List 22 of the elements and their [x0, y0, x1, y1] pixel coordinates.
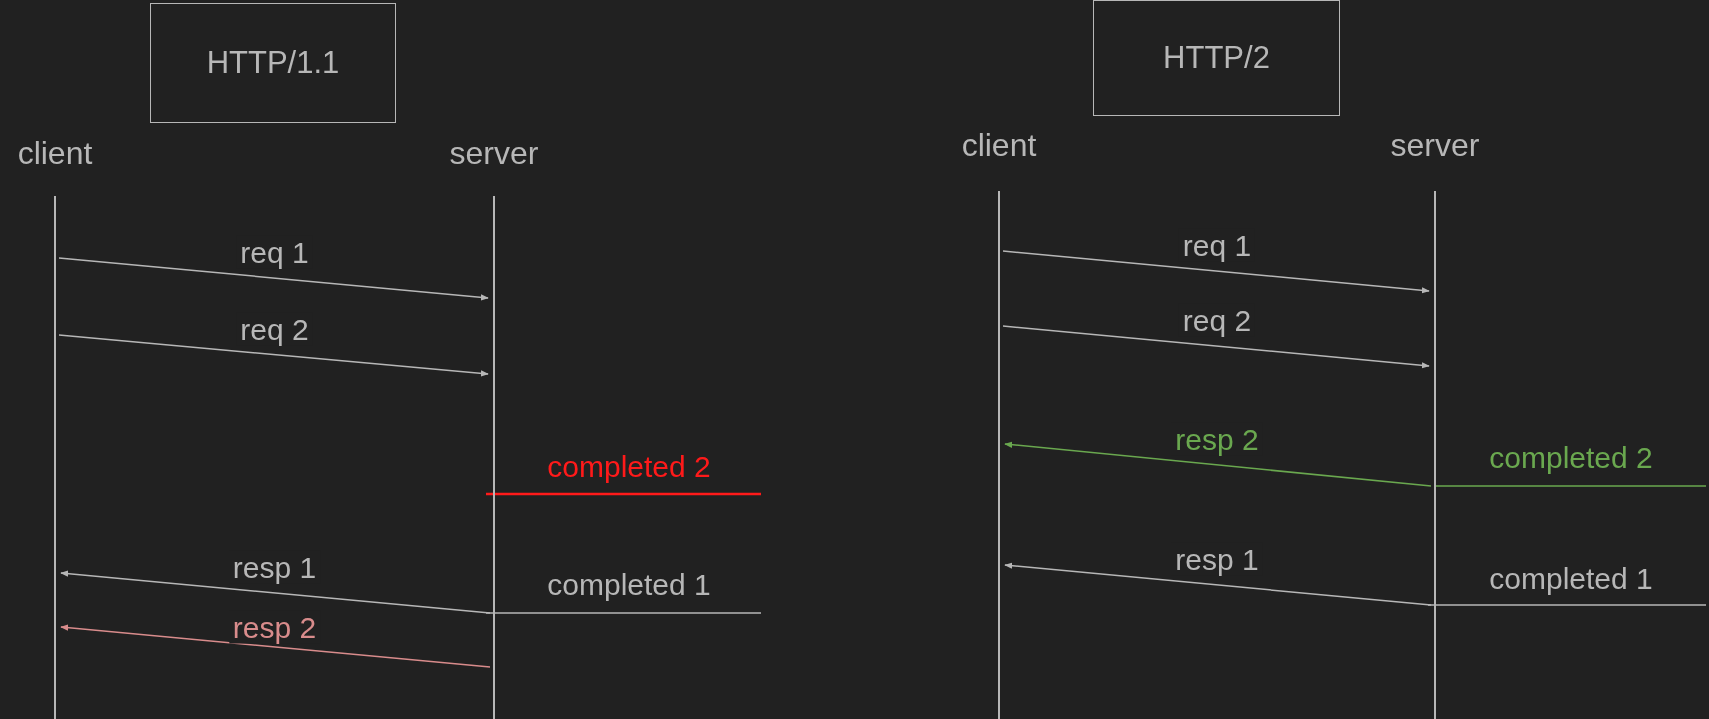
message-arrow: [1002, 250, 1430, 294]
message-arrow: [1002, 325, 1430, 369]
message-arrow: [58, 334, 489, 377]
completion-note: completed 1: [547, 567, 711, 601]
protocol-box: [150, 3, 396, 123]
lifeline: [998, 191, 1000, 719]
completion-note: completed 2: [1489, 440, 1653, 474]
message-arrow: [60, 624, 491, 668]
lifeline: [1434, 191, 1436, 719]
participant-label: client: [961, 127, 1037, 164]
completion-note: completed 2: [547, 449, 711, 483]
lifeline: [493, 196, 495, 719]
completion-note: completed 1: [1489, 561, 1653, 595]
participant-label: server: [1390, 127, 1480, 164]
lifeline: [54, 196, 56, 719]
participant-label: client: [17, 135, 93, 172]
protocol-title: HTTP/1.1: [206, 45, 340, 81]
message-arrow: [58, 257, 489, 301]
protocol-title: HTTP/2: [1163, 40, 1270, 76]
message-arrow: [1004, 441, 1432, 487]
protocol-box: [1093, 0, 1340, 116]
participant-label: server: [449, 135, 539, 172]
